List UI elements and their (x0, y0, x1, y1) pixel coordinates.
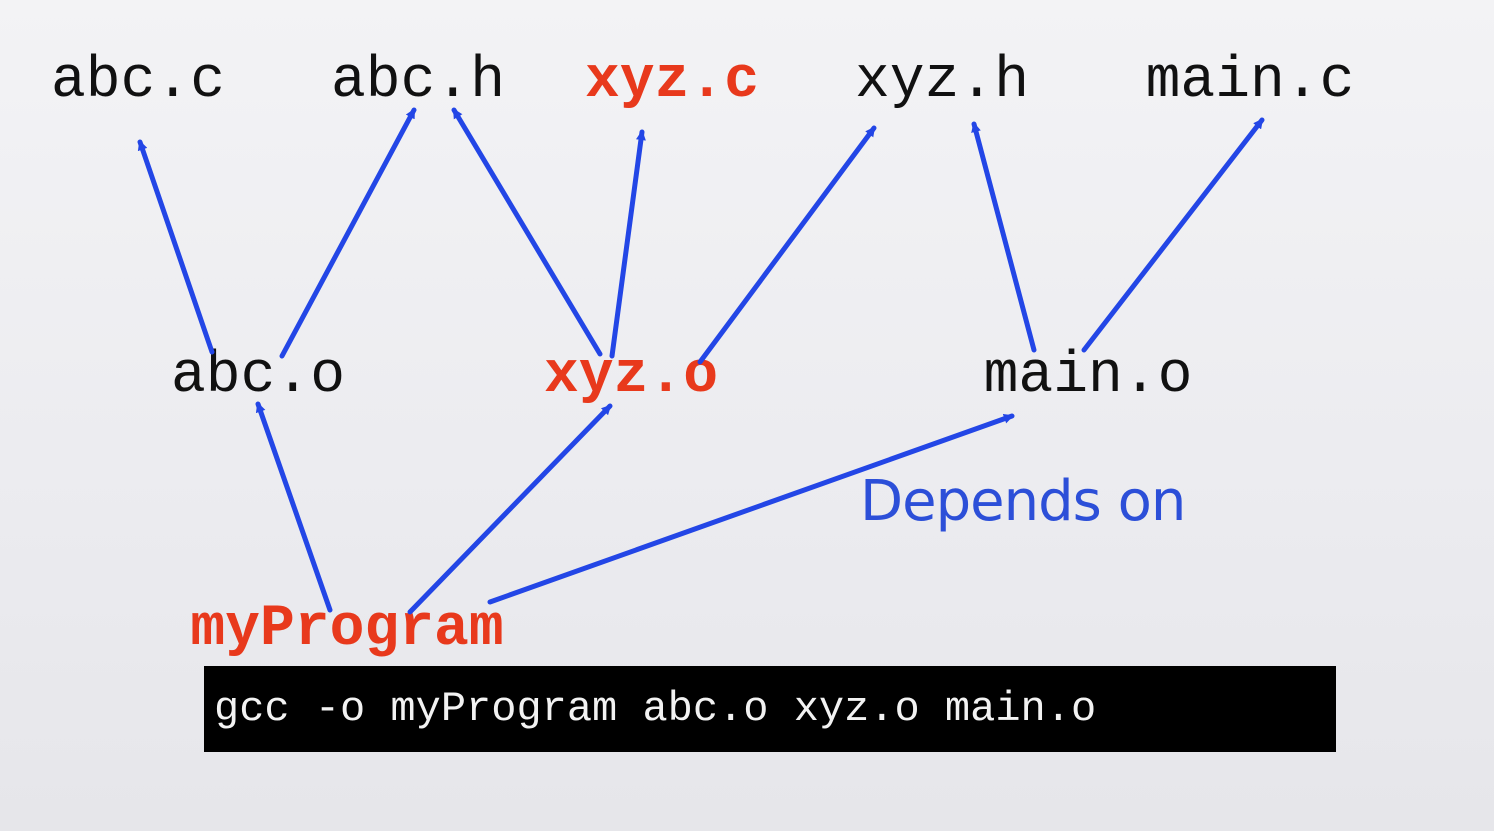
arrow-xyz-o-to-abc-h (451, 107, 603, 357)
arrow-abc-o-to-abc-h (279, 107, 417, 359)
arrow-myprogram-to-abc-o (255, 401, 333, 613)
gcc-command: gcc -o myProgram abc.o xyz.o main.o (204, 666, 1336, 752)
arrow-abc-o-to-abc-c (137, 139, 215, 355)
arrow-main-o-to-xyz-h (971, 121, 1037, 353)
arrow-myprogram-to-main-o (487, 413, 1015, 605)
legend-depends-on: Depends on (860, 469, 1186, 534)
node-main-o: main.o (983, 344, 1193, 409)
node-main-c: main.c (1145, 49, 1355, 114)
arrow-xyz-o-to-xyz-h (697, 125, 877, 365)
arrow-myprogram-to-xyz-o (407, 403, 613, 615)
node-abc-c: abc.c (50, 49, 226, 114)
node-myprogram: myProgram (190, 597, 504, 662)
node-xyz-c: xyz.c (584, 49, 760, 114)
node-xyz-h: xyz.h (854, 49, 1030, 114)
arrow-xyz-o-to-xyz-c (609, 129, 646, 359)
arrow-main-o-to-main-c (1081, 117, 1265, 353)
node-abc-o: abc.o (170, 344, 346, 409)
node-xyz-o: xyz.o (543, 344, 719, 409)
node-abc-h: abc.h (330, 49, 506, 114)
